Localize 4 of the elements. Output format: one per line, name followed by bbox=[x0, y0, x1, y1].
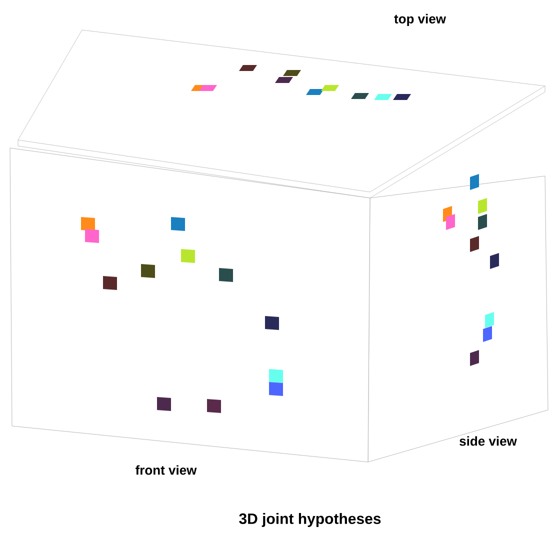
view-label: top view bbox=[394, 14, 446, 26]
view-label: side view bbox=[460, 436, 517, 446]
caption: 3D joint hypotheses bbox=[239, 513, 381, 527]
view-label: front view bbox=[136, 465, 197, 475]
